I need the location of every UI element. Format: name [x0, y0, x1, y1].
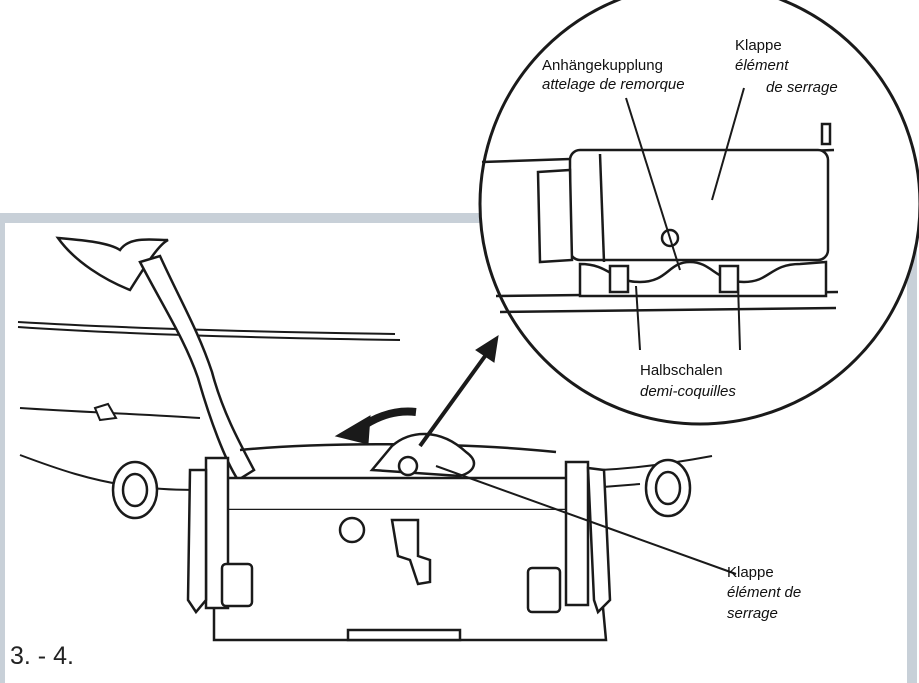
label-coupling-fr: attelage de remorque	[542, 76, 685, 93]
label-half-shells-de: Halbschalen	[640, 362, 723, 379]
label-flap-main-de: Klappe	[727, 564, 774, 581]
flap-leader	[435, 465, 737, 575]
label-flap-detail-de: Klappe	[735, 37, 782, 54]
label-flap-detail-fr2: de serrage	[766, 79, 838, 96]
label-coupling-de: Anhängekupplung	[542, 57, 663, 74]
label-flap-main-fr1: élément de	[727, 584, 802, 601]
label-half-shells-fr: demi-coquilles	[640, 383, 736, 400]
rotate-arrow	[334, 407, 417, 445]
flap-clamp	[369, 432, 476, 478]
detail-leaders	[625, 87, 745, 351]
figure-frame	[0, 210, 917, 683]
operating-lever	[55, 236, 256, 482]
label-flap-detail-fr1: élément	[735, 57, 789, 74]
step-number: 3. - 4.	[10, 642, 74, 670]
detail-arrow	[418, 334, 499, 448]
detail-view	[481, 122, 839, 314]
carrier-frame	[186, 443, 612, 642]
label-flap-main-fr2: serrage	[727, 605, 778, 622]
clamp-blocks	[220, 516, 562, 614]
wheels	[111, 458, 692, 520]
